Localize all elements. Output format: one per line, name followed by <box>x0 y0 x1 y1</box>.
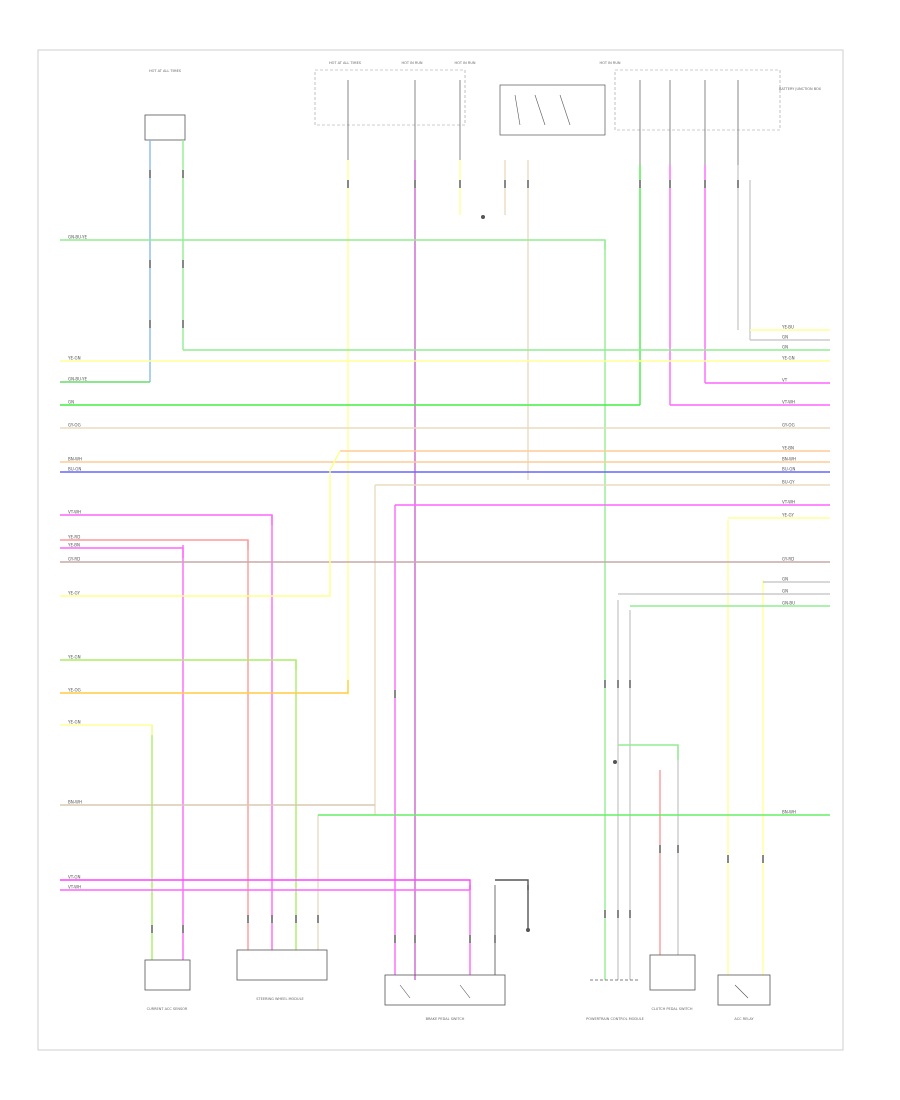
horizontal-wires <box>60 239 830 891</box>
right-wire-label: GN <box>782 589 788 594</box>
vertical-wires <box>149 140 764 980</box>
relay-box-top <box>499 84 606 136</box>
top-left-sensor: HOT AT ALL TIMES <box>144 69 186 141</box>
right-wire-label: VT-WH <box>782 500 795 505</box>
right-wire-label: GN-BU <box>782 601 795 606</box>
left-wire-label: GN-BU-YE <box>68 377 87 382</box>
fuse-symbols <box>347 80 739 165</box>
right-wire-label: GN <box>782 345 788 350</box>
left-wire-label: YE-RD <box>67 535 80 540</box>
connector-pins <box>149 170 764 943</box>
component-label: CLUTCH PEDAL SWITCH <box>651 1007 692 1011</box>
component-label: CURRENT ACC SENSOR <box>147 1007 188 1011</box>
right-wire-label: GY-OG <box>782 423 795 428</box>
left-wire-label: VT-GN <box>68 875 81 880</box>
wire-h-27 <box>60 724 153 735</box>
component-label: STEERING WHEEL MODULE <box>256 997 303 1001</box>
right-wire-label: GN <box>782 335 788 340</box>
right-wire-label: BN-WH <box>782 810 796 815</box>
wire-h-01 <box>60 239 606 250</box>
right-wire-label: BN-WH <box>782 457 796 462</box>
bottom-component-3: BRAKE PEDAL SWITCH <box>384 974 506 1021</box>
wire-h-17 <box>60 514 273 525</box>
component-label: HOT AT ALL TIMES <box>329 61 362 65</box>
bottom-component-1: CURRENT ACC SENSOR <box>144 959 191 1011</box>
left-wire-label: YE-GN <box>67 655 81 660</box>
bottom-component-5: CLUTCH PEDAL SWITCH <box>649 954 696 1011</box>
left-wire-label: GY-RD <box>68 557 80 562</box>
left-wire-label: GY-OG <box>68 423 81 428</box>
wire-h-24 <box>60 450 341 597</box>
right-wire-label: BU-GY <box>782 480 795 485</box>
bottom-component-6: ACC RELAY <box>717 974 771 1021</box>
wire-h-30 <box>60 879 471 890</box>
component-label: BRAKE PEDAL SWITCH <box>426 1017 465 1021</box>
left-wire-label: BN-WH <box>68 457 82 462</box>
left-wire-label: VT-WH <box>68 510 81 515</box>
right-wire-label: YE-GY <box>781 513 794 518</box>
fuse-panel-right: HOT IN RUN BATTERY JUNCTION BOX <box>599 61 822 131</box>
diagram-frame <box>37 49 844 1051</box>
right-wire-labels: YE-BU GN GN YE-GN VT VT-WH GY-OG YE-BN BN-WH BU-G… <box>781 325 796 815</box>
component-label: HOT IN RUN <box>401 61 422 65</box>
right-wire-label: VT-WH <box>782 400 795 405</box>
left-wire-label: GN <box>68 400 74 405</box>
wire-h-32 <box>495 879 529 890</box>
component-label: HOT IN RUN <box>454 61 475 65</box>
right-wire-label: YE-BU <box>781 325 794 330</box>
right-wire-label: VT <box>782 378 788 383</box>
fuse-panel-top: HOT AT ALL TIMES HOT IN RUN HOT IN RUN <box>314 61 476 126</box>
wire-h-26 <box>60 680 349 694</box>
wire-h-18 <box>60 539 249 550</box>
right-wire-label: BU-GN <box>782 467 795 472</box>
bottom-component-2: STEERING WHEEL MODULE <box>236 949 328 1001</box>
left-wire-label: GN-BU-YE <box>68 235 87 240</box>
right-wire-label: YE-GN <box>781 356 795 361</box>
left-wire-label: YE-BN <box>67 543 80 548</box>
component-label: POWERTRAIN CONTROL MODULE <box>586 1017 644 1021</box>
left-wire-label: YE-GY <box>67 591 80 596</box>
left-wire-labels: GN-BU-YE YE-GN GN-BU-YE GN GY-OG BN-WH BU-GN VT… <box>67 235 87 890</box>
left-wire-label: YE-GN <box>67 720 81 725</box>
right-wire-label: YE-BN <box>781 446 794 451</box>
component-label: ACC RELAY <box>734 1017 754 1021</box>
wire-h-19 <box>60 547 184 558</box>
left-wire-label: BU-GN <box>68 467 81 472</box>
splice-points <box>481 215 617 932</box>
left-wire-label: VT-WH <box>68 885 81 890</box>
component-label: HOT AT ALL TIMES <box>149 69 182 73</box>
left-wire-label: YE-GN <box>67 356 81 361</box>
wire-h-25 <box>60 659 297 670</box>
component-label: BATTERY JUNCTION BOX <box>779 87 822 91</box>
left-wire-label: YE-OG <box>67 688 81 693</box>
right-wire-label: GN <box>782 577 788 582</box>
right-wire-label: GY-RD <box>782 557 794 562</box>
bottom-component-4: POWERTRAIN CONTROL MODULE <box>586 979 644 1021</box>
left-wire-label: BN-WH <box>68 800 82 805</box>
wire-h-33 <box>618 744 679 760</box>
component-label: HOT IN RUN <box>599 61 620 65</box>
